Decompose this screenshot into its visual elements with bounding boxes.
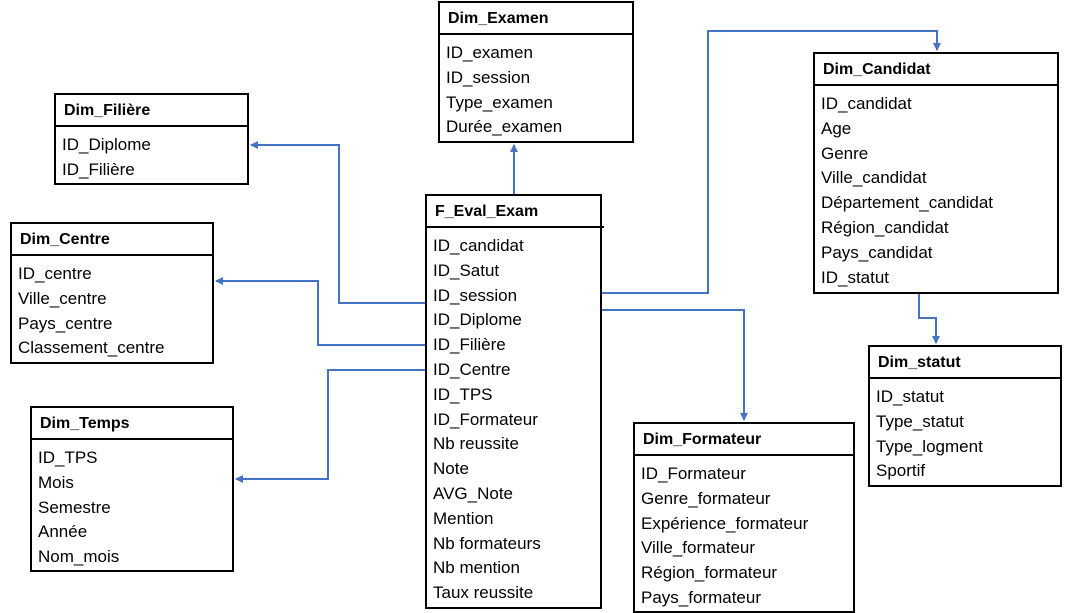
field-item: Age — [821, 118, 852, 138]
field-item: Région_formateur — [641, 563, 778, 583]
field-item: Pays_formateur — [641, 587, 761, 607]
field-item: ID_Filière — [433, 335, 506, 355]
field-item: ID_statut — [821, 267, 890, 287]
connector-fact-candidat — [600, 30, 941, 294]
field-item: ID_Centre — [433, 359, 511, 379]
field-item: ID_Filière — [62, 159, 135, 179]
field-item: ID_centre — [18, 264, 92, 283]
field-item: Classement_centre — [18, 338, 165, 358]
entity-title: Dim_Formateur — [635, 424, 853, 456]
field-item: Genre_formateur — [641, 488, 771, 508]
field-item: Genre — [821, 143, 869, 163]
field-item: ID_Diplome — [62, 135, 151, 154]
connector-fact-temps — [235, 369, 427, 483]
field-item: Semestre — [38, 497, 111, 517]
field-item: Expérience_formateur — [641, 513, 809, 533]
field-item: Pays_candidat — [821, 242, 933, 262]
entity-title: Dim_Temps — [32, 408, 232, 440]
field-item: ID_candidat — [433, 236, 524, 255]
connector-fact-centre — [215, 277, 427, 346]
entity-title: Dim_Examen — [440, 3, 632, 35]
field-item: ID_Diplome — [433, 310, 522, 330]
field-item: Nb formateurs — [433, 533, 541, 553]
field-item: Ville_centre — [18, 288, 107, 308]
field-item: Note — [433, 459, 469, 479]
field-item: ID_statut — [876, 387, 945, 406]
field-item: ID_session — [446, 67, 531, 87]
field-item: Mention — [433, 508, 494, 528]
field-item: ID_TPS — [38, 448, 98, 467]
field-item: Sportif — [876, 461, 926, 481]
field-item: ID_Formateur — [641, 464, 746, 483]
field-item: Ville_formateur — [641, 538, 756, 558]
entity-title: Dim_Filière — [56, 95, 247, 127]
entity-title: Dim_Candidat — [815, 54, 1057, 86]
entity-title: F_Eval_Exam — [427, 196, 604, 228]
field-item: ID_Satut — [433, 260, 500, 280]
field-item: Année — [38, 522, 88, 542]
field-item: Durée_examen — [446, 117, 563, 137]
entity-title: Dim_statut — [870, 347, 1060, 379]
field-item: Type_examen — [446, 92, 553, 112]
field-item: Nom_mois — [38, 547, 120, 567]
field-item: Nb reussite — [433, 434, 519, 454]
field-item: ID_candidat — [821, 94, 912, 113]
field-item: ID_examen — [446, 43, 533, 62]
connector-candidat-statut — [918, 294, 940, 344]
field-item: Région_candidat — [821, 217, 949, 237]
field-item: Ville_candidat — [821, 168, 927, 188]
field-item: ID_Formateur — [433, 409, 538, 429]
field-item: Pays_centre — [18, 313, 113, 333]
field-item: Type_statut — [876, 411, 964, 431]
entity-title: Dim_Centre — [12, 224, 212, 256]
field-item: Nb mention — [433, 558, 520, 578]
field-item: ID_session — [433, 285, 518, 305]
field-item: Département_candidat — [821, 193, 994, 213]
connector-fact-filiere — [250, 141, 427, 304]
connector-fact-formateur — [600, 309, 748, 421]
field-item: Type_logment — [876, 436, 983, 456]
field-item: Mois — [38, 472, 74, 492]
field-item: ID_TPS — [433, 384, 493, 404]
field-item: Taux reussite — [433, 583, 534, 603]
field-item: AVG_Note — [433, 483, 514, 503]
